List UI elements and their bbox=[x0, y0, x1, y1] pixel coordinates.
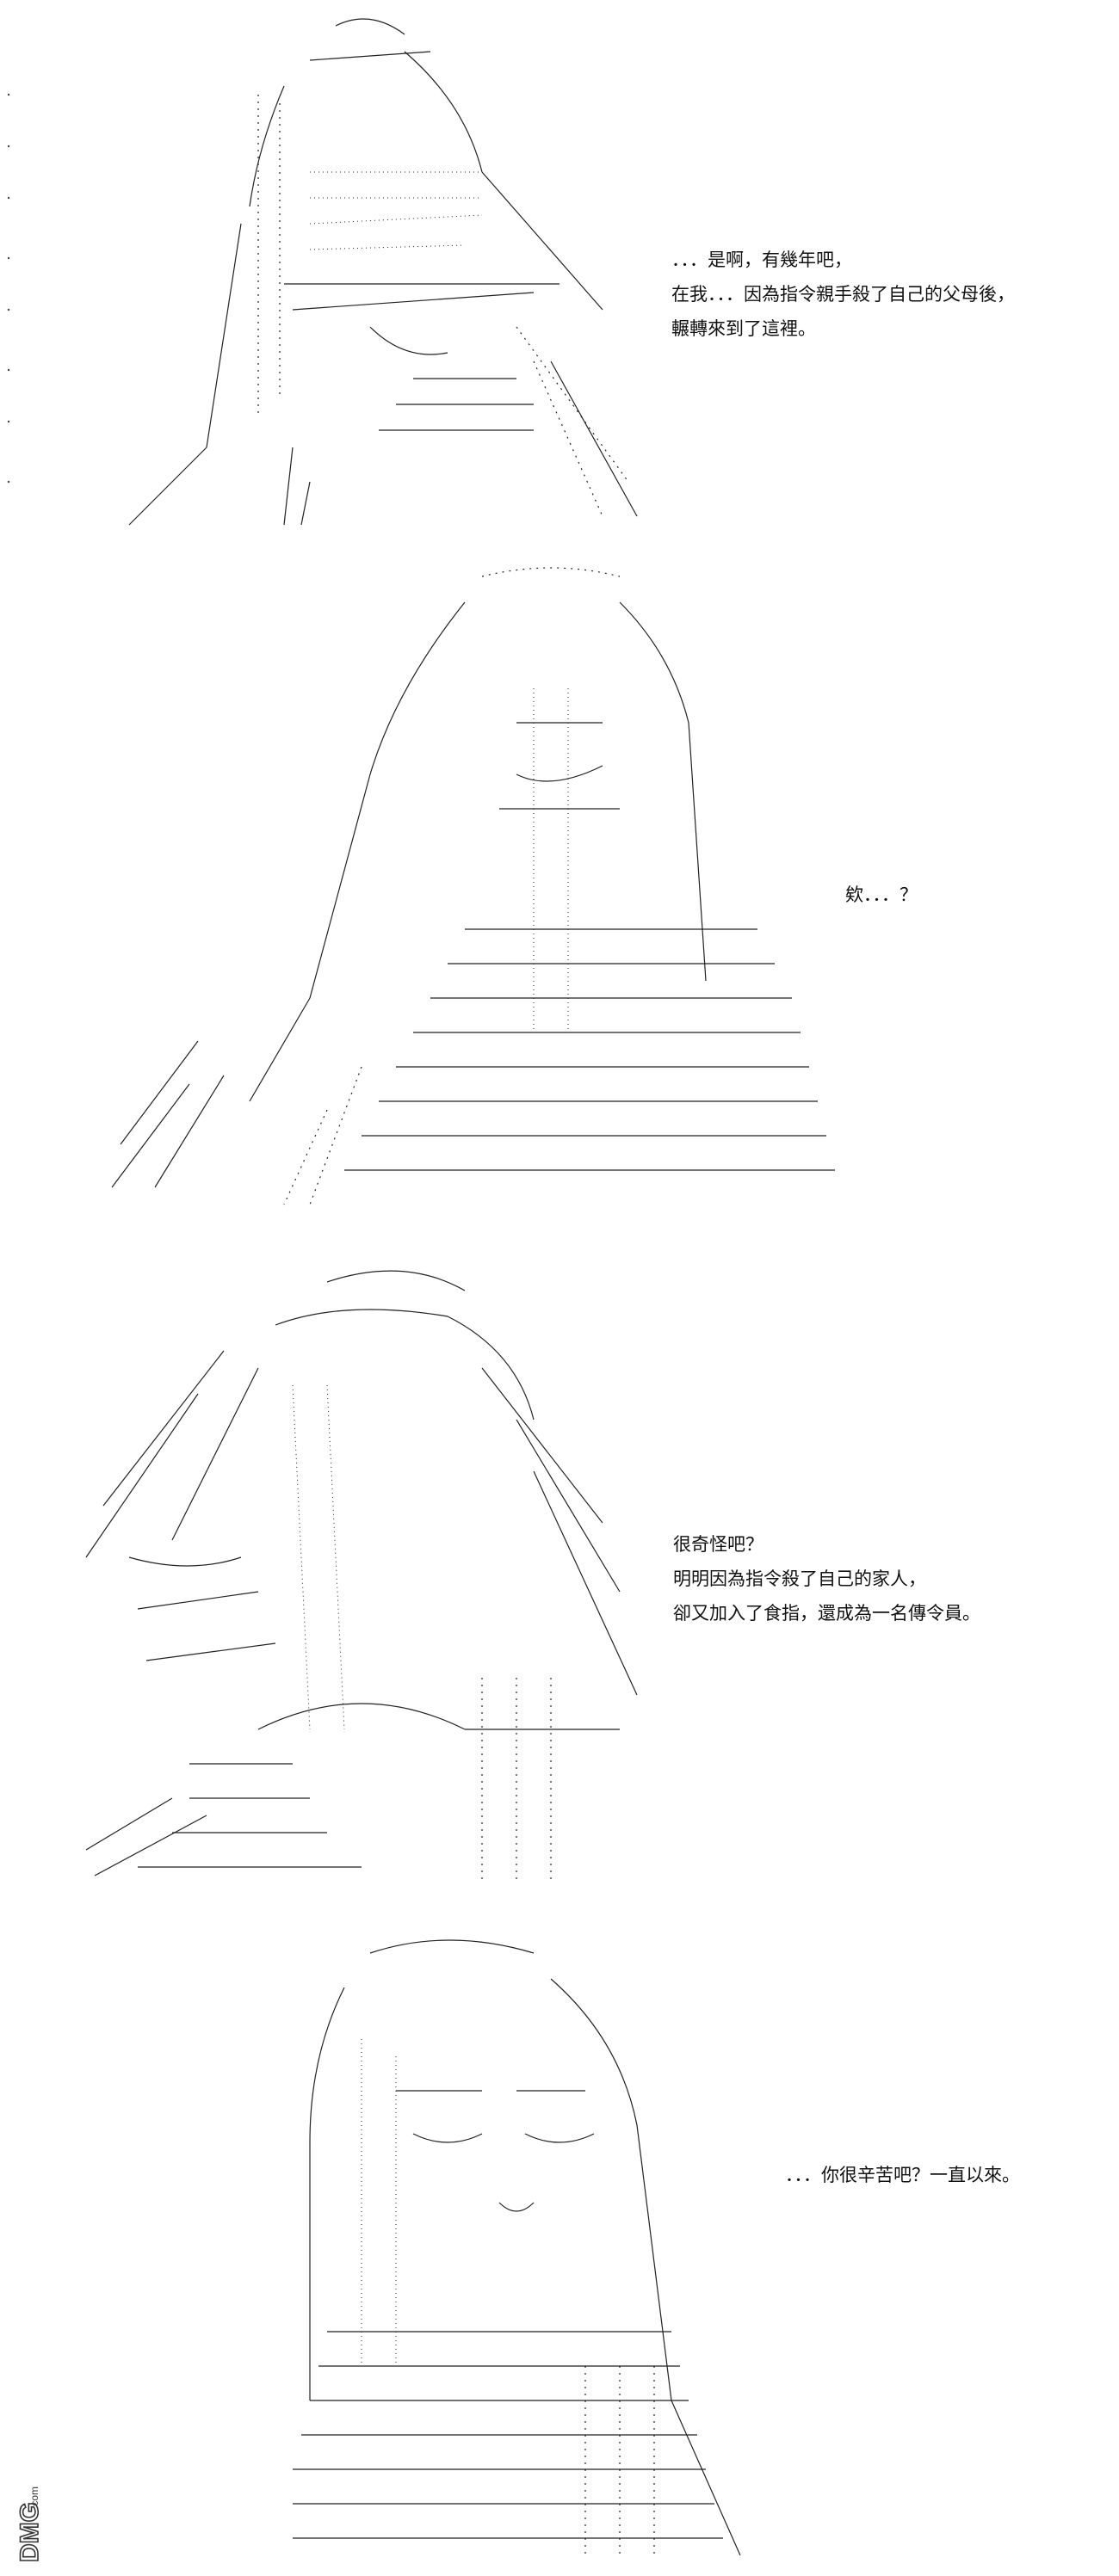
dialogue-line: 輾轉來到了這裡。 bbox=[671, 318, 816, 339]
ascii-art-panel-1 bbox=[128, 18, 638, 526]
panel-1: ．．．是啊，有幾年吧， 在我．．．因為指令親手殺了自己的父母後， 輾轉來到了這裡… bbox=[0, 0, 1119, 533]
dmg-logo-icon: DMG .com bbox=[15, 2487, 45, 2563]
margin-dots-svg bbox=[7, 93, 10, 484]
ascii-art-panel-4 bbox=[293, 1939, 741, 2556]
dialogue-line: 明明因為指令殺了自己的家人， bbox=[673, 1568, 926, 1589]
panel-2: 欸．．．？ bbox=[0, 551, 1119, 1230]
dialogue-line: ．．．是啊，有幾年吧， bbox=[671, 250, 852, 270]
dialogue-line: 欸．．．？ bbox=[845, 884, 918, 905]
svg-text:DMG: DMG bbox=[15, 2502, 44, 2562]
dialogue-panel-2: 欸．．．？ bbox=[845, 878, 918, 912]
dialogue-panel-3: 很奇怪吧？ 明明因為指令殺了自己的家人， 卻又加入了食指，還成為一名傳令員。 bbox=[673, 1527, 980, 1630]
dialogue-line: 卻又加入了食指，還成為一名傳令員。 bbox=[673, 1603, 980, 1624]
dialogue-panel-4: ．．．你很辛苦吧？一直以來。 bbox=[785, 2158, 1020, 2192]
panel-4: ．．．你很辛苦吧？一直以來。 bbox=[0, 1919, 1119, 2573]
dialogue-panel-1: ．．．是啊，有幾年吧， 在我．．．因為指令親手殺了自己的父母後， 輾轉來到了這裡… bbox=[671, 243, 1015, 346]
dialogue-line: ．．．你很辛苦吧？一直以來。 bbox=[785, 2165, 1020, 2185]
svg-text:.com: .com bbox=[28, 2487, 40, 2509]
dialogue-line: 在我．．．因為指令親手殺了自己的父母後， bbox=[671, 284, 1015, 305]
dialogue-line: 很奇怪吧？ bbox=[673, 1534, 764, 1555]
watermark-logo: DMG .com bbox=[3, 2469, 52, 2564]
ascii-art-panel-2 bbox=[111, 567, 835, 1205]
ascii-art-panel-3 bbox=[85, 1270, 638, 1884]
panel-3: 很奇怪吧？ 明明因為指令殺了自己的家人， 卻又加入了食指，還成為一名傳令員。 bbox=[0, 1248, 1119, 1901]
margin-dots bbox=[3, 0, 14, 2573]
